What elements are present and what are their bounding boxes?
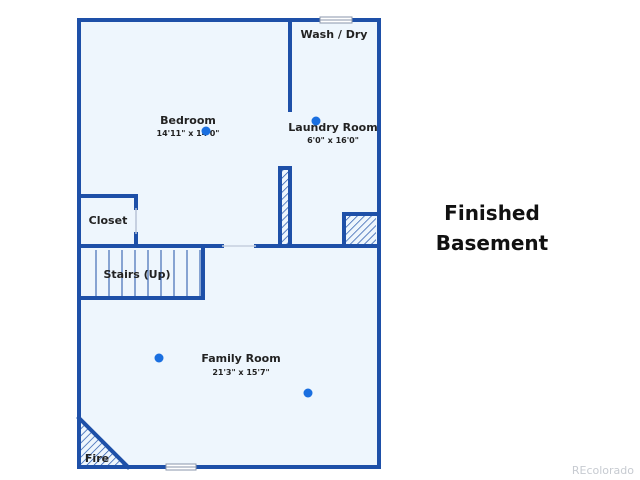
room-dimensions-laundry-room: 6'0" x 16'0" — [307, 136, 359, 145]
photo-marker-laundry[interactable] — [311, 116, 321, 126]
laundry-utility-hatch — [346, 216, 376, 244]
room-label-family-room: Family Room — [201, 352, 280, 365]
window-top — [319, 16, 353, 24]
room-label-bedroom: Bedroom — [160, 114, 216, 127]
room-label-stairs: Stairs (Up) — [103, 268, 170, 281]
window-bottom — [165, 463, 197, 471]
room-dimensions-family-room: 21'3" x 15'7" — [212, 368, 269, 377]
room-label-laundry-room: Laundry Room — [288, 121, 377, 134]
caption-line-1: Finished — [444, 201, 540, 225]
walls — [76, 18, 381, 470]
laundry-chase-hatch — [282, 170, 290, 246]
photo-marker-family-room-1[interactable] — [154, 353, 164, 363]
room-label-fire: Fire — [85, 452, 109, 465]
photo-marker-family-room-2[interactable] — [303, 388, 313, 398]
caption: Finished Basement — [412, 198, 572, 258]
stair-treads — [95, 250, 201, 296]
watermark: REcolorado — [571, 464, 634, 477]
photo-marker-bedroom[interactable] — [201, 126, 211, 136]
caption-line-2: Basement — [435, 231, 549, 255]
room-dimensions-bedroom: 14'11" x 14'0" — [157, 129, 220, 138]
room-label-closet: Closet — [89, 214, 128, 227]
floor-area — [79, 20, 379, 467]
room-label-wash-dry: Wash / Dry — [301, 28, 368, 41]
